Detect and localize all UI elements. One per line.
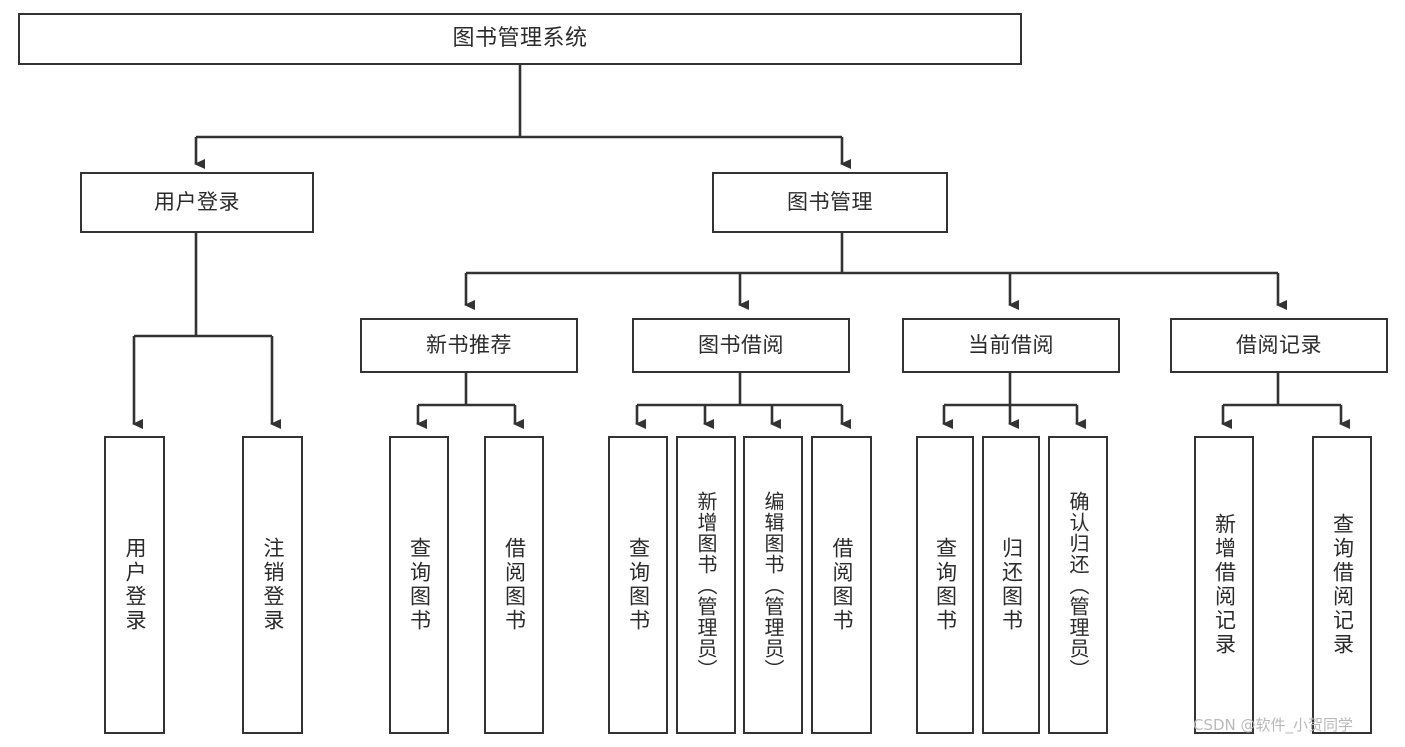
node-book-management[interactable]: 图书管理	[712, 172, 948, 233]
node-user-login[interactable]: 用户登录	[80, 172, 314, 233]
edges-userlogin-to-leaves	[132, 233, 281, 429]
node-label: 新增借阅记录	[1212, 513, 1237, 657]
node-label: 编辑图书（管理员）	[761, 490, 785, 680]
node-book-borrow[interactable]: 图书借阅	[632, 318, 850, 373]
node-label: 查询图书	[407, 537, 432, 633]
edges-newbook-to-leaves	[416, 373, 524, 429]
edges-root-to-level1	[194, 65, 851, 169]
leaf-borrow-edit-book-admin[interactable]: 编辑图书（管理员）	[743, 436, 803, 734]
node-label: 图书管理	[787, 190, 873, 215]
node-label: 查询图书	[626, 537, 651, 633]
edges-current-to-leaves	[942, 373, 1086, 429]
node-label: 用户登录	[154, 190, 240, 215]
node-current-borrow[interactable]: 当前借阅	[902, 318, 1120, 373]
leaf-borrow-query-book[interactable]: 查询图书	[608, 436, 668, 734]
node-root-system[interactable]: 图书管理系统	[18, 13, 1022, 65]
node-label: 图书借阅	[698, 333, 784, 358]
edges-bookmgmt-to-level2	[464, 233, 1287, 310]
node-borrow-record[interactable]: 借阅记录	[1170, 318, 1388, 373]
node-label: 新增图书（管理员）	[694, 490, 718, 680]
leaf-user-login-login[interactable]: 用户登录	[104, 436, 165, 734]
leaf-borrow-add-book-admin[interactable]: 新增图书（管理员）	[676, 436, 736, 734]
leaf-record-query-record[interactable]: 查询借阅记录	[1312, 436, 1372, 734]
leaf-borrow-borrow-book[interactable]: 借阅图书	[811, 436, 872, 734]
node-label: 借阅记录	[1236, 333, 1322, 358]
node-label: 借阅图书	[830, 537, 854, 633]
watermark-credit: CSDN @软件_小贺同学	[1193, 716, 1354, 734]
node-label: 查询借阅记录	[1330, 513, 1355, 657]
node-label: 当前借阅	[968, 333, 1054, 358]
leaf-current-query-book[interactable]: 查询图书	[916, 436, 974, 734]
node-label: 借阅图书	[502, 537, 527, 633]
leaf-current-confirm-return-admin[interactable]: 确认归还（管理员）	[1048, 436, 1108, 734]
node-label: 用户登录	[123, 537, 147, 633]
node-new-book-recommend[interactable]: 新书推荐	[360, 318, 578, 373]
edges-borrow-to-leaves	[635, 373, 851, 429]
leaf-newbook-borrow-book[interactable]: 借阅图书	[484, 436, 544, 734]
node-label: 确认归还（管理员）	[1066, 490, 1090, 680]
node-label: 查询图书	[933, 537, 958, 633]
leaf-record-add-record[interactable]: 新增借阅记录	[1194, 436, 1254, 734]
edges-record-to-leaves	[1221, 373, 1350, 429]
leaf-newbook-query-book[interactable]: 查询图书	[389, 436, 449, 734]
node-label: 图书管理系统	[452, 26, 588, 52]
node-label: 注销登录	[261, 537, 285, 633]
node-label: 归还图书	[999, 537, 1024, 633]
leaf-user-login-logout[interactable]: 注销登录	[242, 436, 303, 734]
node-label: 新书推荐	[426, 333, 512, 358]
leaf-current-return-book[interactable]: 归还图书	[982, 436, 1040, 734]
